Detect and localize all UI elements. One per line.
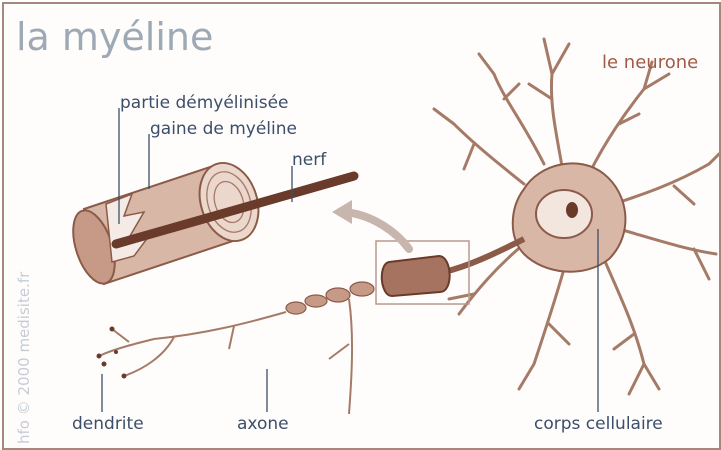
nucleolus [566, 202, 578, 218]
copyright-credit: hfo © 2000 medisite.fr [17, 272, 32, 444]
myelin-segment-zoom [382, 256, 450, 296]
label-cell-body: corps cellulaire [534, 416, 663, 433]
label-dendrite: dendrite [72, 416, 144, 433]
neuron-label: le neurone [602, 54, 698, 72]
label-nerve: nerf [292, 152, 326, 169]
diagram-title: la myéline [16, 18, 213, 56]
label-myelin-sheath: gaine de myéline [150, 121, 297, 138]
label-demyelinated-part: partie démyélinisée [120, 95, 289, 112]
axon-terminal [99, 299, 352, 414]
dendrite-dots [97, 327, 127, 379]
nucleus [536, 190, 592, 238]
axon-chain [286, 282, 374, 314]
label-axon: axone [237, 416, 289, 433]
